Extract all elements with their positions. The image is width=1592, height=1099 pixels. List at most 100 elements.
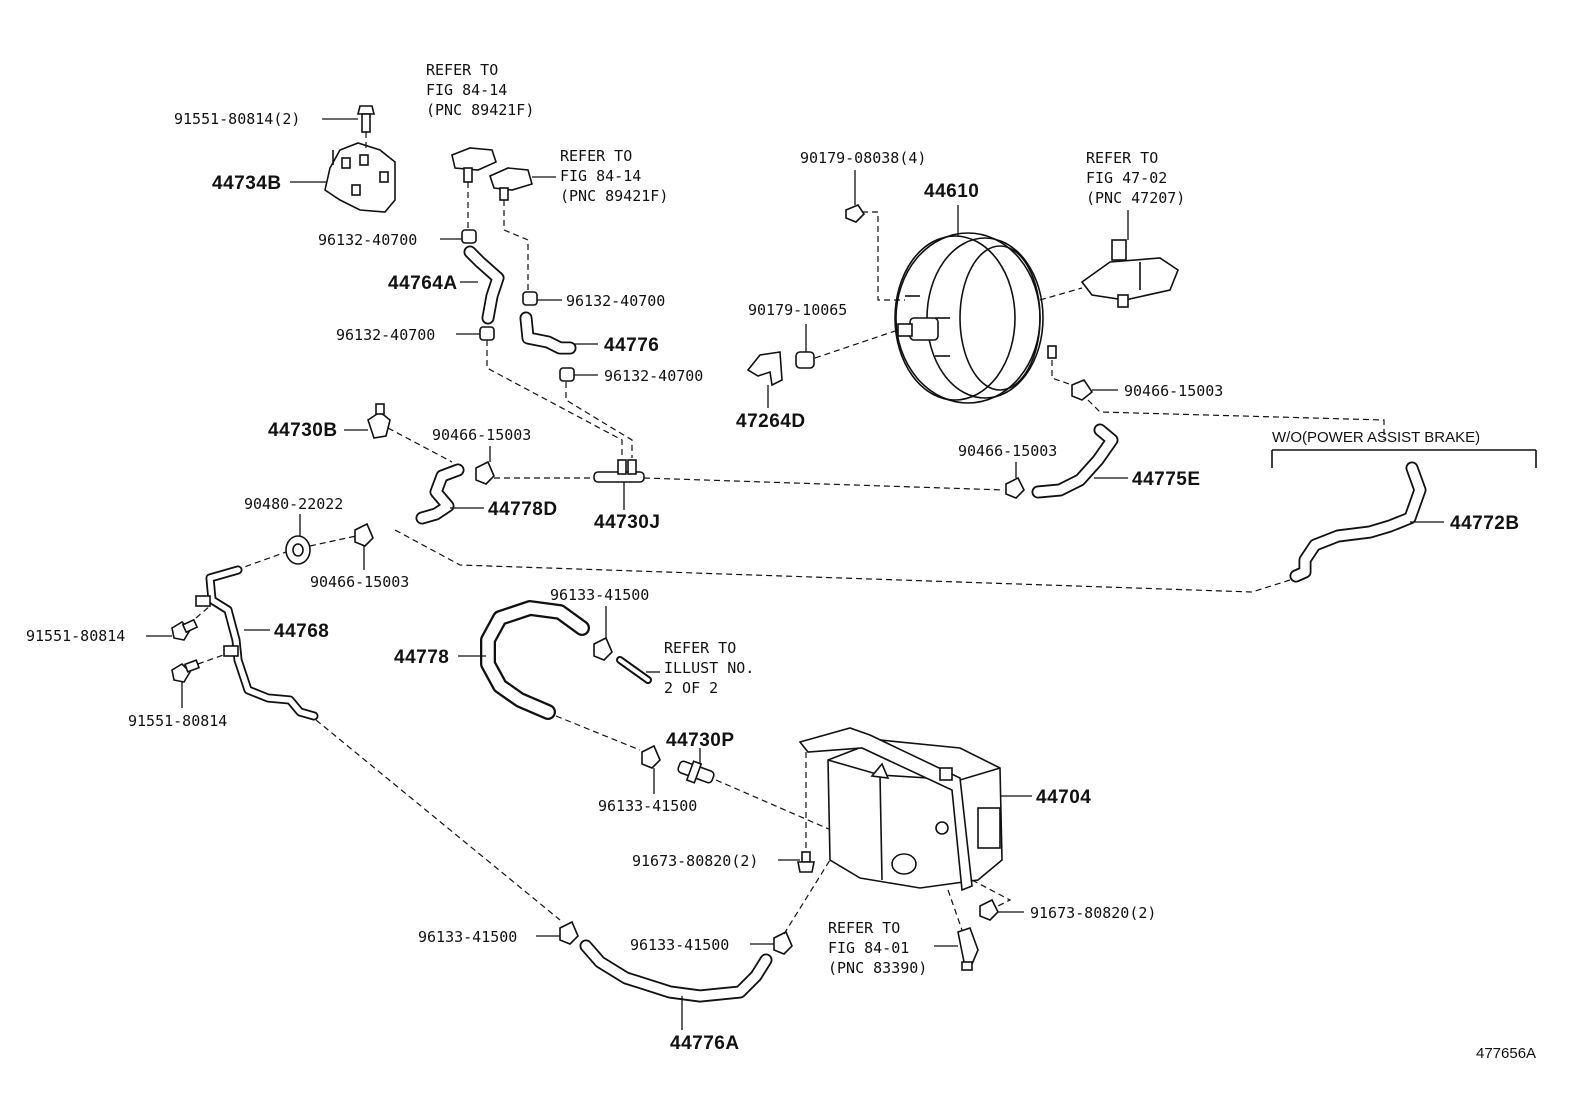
- label-44734B: 44734B: [212, 173, 282, 194]
- ref-line: FIG 84-01: [828, 939, 909, 957]
- label-44704: 44704: [1036, 787, 1091, 808]
- ref-line: ILLUST NO.: [664, 659, 754, 677]
- label-90466-15003-d: 90466-15003: [310, 573, 409, 591]
- label-90179-10065: 90179-10065: [748, 301, 847, 319]
- label-90466-15003-b: 90466-15003: [958, 442, 1057, 460]
- pipe-end-illust2: [616, 656, 652, 684]
- spacer-90179-10065: [795, 351, 815, 369]
- ref-line: (PNC 47207): [1086, 189, 1185, 207]
- ref-illust-2: REFER TO ILLUST NO. 2 OF 2: [664, 639, 754, 697]
- ref-line: (PNC 89421F): [426, 101, 534, 119]
- pipe-44768: [195, 565, 319, 721]
- hose-44778D: [415, 463, 465, 525]
- bolt-91551-80814-b: [171, 659, 201, 683]
- label-44768: 44768: [274, 621, 329, 642]
- label-44778: 44778: [394, 647, 449, 668]
- label-96133-41500-c: 96133-41500: [418, 928, 517, 946]
- label-96133-41500-b: 96133-41500: [598, 797, 697, 815]
- master-cylinder-47207: [1080, 239, 1179, 308]
- wo-power-assist-label: W/O(POWER ASSIST BRAKE): [1272, 429, 1480, 446]
- clamp-96133-c: [559, 920, 579, 945]
- clamp-96133-b: [641, 744, 661, 769]
- clamp-90466-b: [1005, 476, 1025, 499]
- label-44775E: 44775E: [1132, 469, 1201, 490]
- label-91551-80814-a: 91551-80814: [26, 627, 125, 645]
- nut-90179-08038: [845, 204, 866, 223]
- label-44610: 44610: [924, 181, 979, 202]
- check-valve-44730P: [677, 760, 715, 784]
- clamp-96133-d: [773, 930, 793, 955]
- label-44730J: 44730J: [594, 512, 660, 533]
- label-96132-40700-a: 96132-40700: [318, 231, 417, 249]
- vacuum-switch-83390: [957, 926, 979, 971]
- diagram-id: 477656A: [1476, 1045, 1536, 1062]
- ref-line: 2 OF 2: [664, 679, 718, 697]
- clamp-96132-c: [479, 326, 495, 341]
- ref-line: (PNC 89421F): [560, 187, 668, 205]
- ref-line: FIG 84-14: [560, 167, 641, 185]
- bracket-44734B: [324, 142, 396, 213]
- label-91673-80820-2-b: 91673-80820(2): [1030, 904, 1156, 922]
- label-44778D: 44778D: [488, 499, 558, 520]
- hose-44772B: [1289, 461, 1427, 583]
- connector-44730J: [593, 459, 645, 483]
- ref-fig-84-14-b: REFER TO FIG 84-14 (PNC 89421F): [560, 147, 668, 205]
- ref-line: FIG 47-02: [1086, 169, 1167, 187]
- label-90480-22022: 90480-22022: [244, 495, 343, 513]
- label-47264D: 47264D: [736, 411, 806, 432]
- grommet-90480-22022: [285, 535, 311, 565]
- ref-line: REFER TO: [426, 61, 498, 79]
- clamp-90466-a: [1071, 379, 1094, 401]
- label-91673-80820-2-a: 91673-80820(2): [632, 852, 758, 870]
- clamp-96132-b: [522, 291, 538, 306]
- label-96133-41500-a: 96133-41500: [550, 586, 649, 604]
- ref-line: REFER TO: [664, 639, 736, 657]
- brake-booster-44610: [894, 232, 1057, 404]
- valve-89421F-right: [489, 167, 533, 201]
- hose-44775E: [1031, 423, 1119, 499]
- label-44764A: 44764A: [388, 273, 458, 294]
- clamp-96132-d: [559, 367, 575, 382]
- bolt-91551-80814-top: [356, 105, 376, 133]
- labels: 91551-80814(2) 44734B 96132-40700 44764A…: [26, 110, 1536, 1062]
- label-44776: 44776: [604, 335, 659, 356]
- ref-line: FIG 84-14: [426, 81, 507, 99]
- clamp-96132-a: [461, 229, 477, 244]
- label-96132-40700-c: 96132-40700: [336, 326, 435, 344]
- ref-fig-47-02: REFER TO FIG 47-02 (PNC 47207): [1086, 149, 1185, 207]
- clamp-96133-a: [593, 636, 613, 661]
- label-96132-40700-b: 96132-40700: [566, 292, 665, 310]
- label-44730B: 44730B: [268, 420, 338, 441]
- label-44772B: 44772B: [1450, 513, 1520, 534]
- clamp-90466-c: [475, 460, 495, 485]
- label-90466-15003-a: 90466-15003: [1124, 382, 1223, 400]
- ref-fig-84-01: REFER TO FIG 84-01 (PNC 83390): [828, 919, 927, 977]
- clamp-90466-d: [354, 522, 374, 547]
- label-91551-80814-2: 91551-80814(2): [174, 110, 300, 128]
- ref-fig-84-14-a: REFER TO FIG 84-14 (PNC 89421F): [426, 61, 534, 119]
- hose-44778: [480, 600, 590, 720]
- label-96133-41500-d: 96133-41500: [630, 936, 729, 954]
- hose-44776: [519, 311, 577, 355]
- ref-line: REFER TO: [828, 919, 900, 937]
- label-91551-80814-b: 91551-80814: [128, 712, 227, 730]
- label-44776A: 44776A: [670, 1033, 740, 1054]
- ref-line: REFER TO: [1086, 149, 1158, 167]
- ref-line: (PNC 83390): [828, 959, 927, 977]
- label-90179-08038-4: 90179-08038(4): [800, 149, 926, 167]
- wo-bracket: [1271, 449, 1537, 468]
- label-44730P: 44730P: [666, 730, 735, 751]
- label-90466-15003-c: 90466-15003: [432, 426, 531, 444]
- clip-44730B: [367, 403, 391, 439]
- vacuum-tank-44704: [798, 727, 1003, 892]
- hose-44776A: [579, 939, 773, 1003]
- bolt-91551-80814-a: [171, 618, 199, 641]
- bracket-47264D: [746, 351, 783, 387]
- valve-89421F-left: [451, 147, 497, 183]
- ref-line: REFER TO: [560, 147, 632, 165]
- label-96132-40700-d: 96132-40700: [604, 367, 703, 385]
- bolt-91673-80820-a: [797, 851, 815, 873]
- hose-44764A: [463, 245, 505, 325]
